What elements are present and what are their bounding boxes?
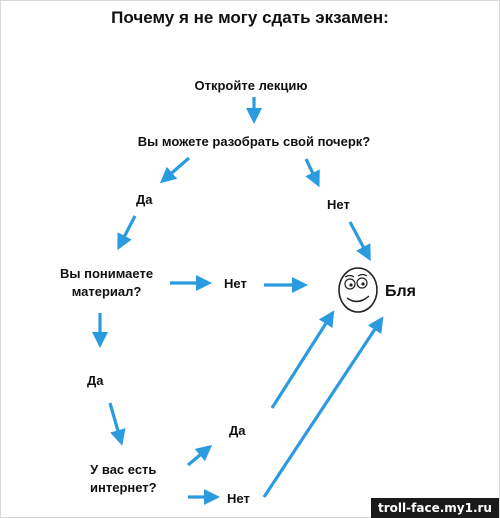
arrow-yes-internet-to-outcome — [270, 310, 335, 409]
node-no-right: Нет — [327, 197, 350, 212]
arrow-yes-to-understand — [117, 215, 137, 251]
arrow-no-to-outcome — [348, 221, 371, 262]
node-handwriting-question: Вы можете разобрать свой почерк? — [137, 134, 371, 149]
node-no-internet: Нет — [227, 491, 250, 506]
arrow-yes-to-internet — [108, 402, 126, 446]
page-title: Почему я не могу сдать экзамен: — [111, 8, 389, 27]
troll-face-icon — [338, 267, 378, 313]
node-no-middle: Нет — [224, 276, 247, 291]
node-yes-internet: Да — [229, 423, 246, 438]
node-internet-question: У вас есть интернет? — [90, 462, 157, 495]
arrow-question-to-no — [304, 158, 320, 188]
arrow-question-to-yes — [159, 156, 191, 184]
arrow-no-internet-to-outcome — [262, 316, 384, 498]
node-understand-question: Вы понимаете материал? — [60, 266, 154, 299]
node-outcome: Бля — [385, 283, 416, 300]
arrow-internet-to-yes — [186, 444, 213, 467]
node-open-lecture: Откройте лекцию — [194, 78, 308, 93]
watermark: troll-face.my1.ru — [371, 498, 499, 518]
node-yes-left: Да — [136, 192, 153, 207]
node-yes-lower: Да — [87, 373, 104, 388]
